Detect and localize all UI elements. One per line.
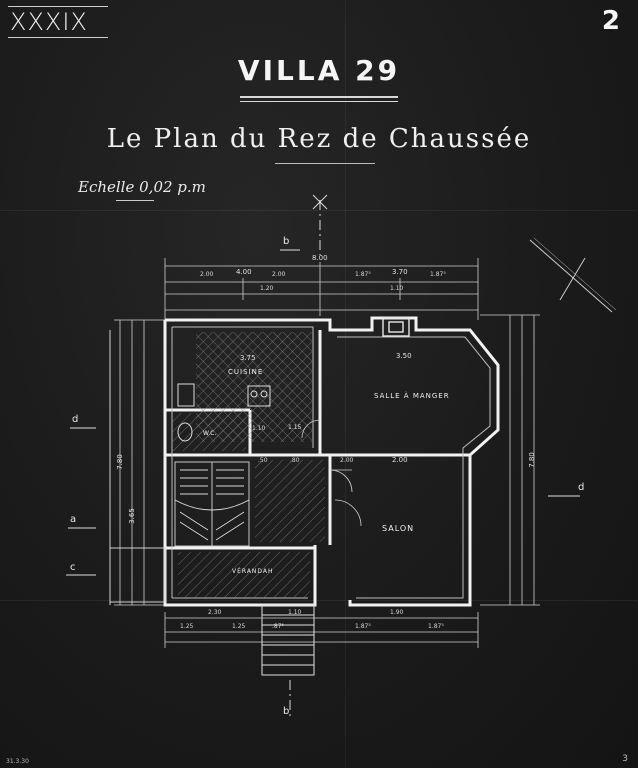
wc-tiles xyxy=(172,413,246,451)
title-rule xyxy=(240,101,398,102)
section-markers xyxy=(66,249,580,576)
section-mark-b-top: b xyxy=(283,236,290,247)
svg-text:2.00: 2.00 xyxy=(200,271,214,278)
svg-text:1.10: 1.10 xyxy=(390,285,404,292)
dim-left-sub: 3.65 xyxy=(127,508,136,524)
bottom-dimensions xyxy=(164,612,479,648)
plan-subtitle: Le Plan du Rez de Chaussée xyxy=(106,124,532,154)
dimension-ticks: 2.00 2.00 1.87⁵ 1.87⁵ 1.20 1.10 2.30 1.1… xyxy=(180,271,446,630)
svg-text:1.87⁵: 1.87⁵ xyxy=(355,271,371,278)
dim-salle-width: 3.50 xyxy=(396,352,412,360)
dim-wc: 1.15 xyxy=(288,424,302,431)
svg-text:1.87⁵: 1.87⁵ xyxy=(430,271,446,278)
room-salle-a-manger: SALLE À MANGER xyxy=(374,392,450,400)
title-rule xyxy=(240,96,398,98)
svg-text:1.90: 1.90 xyxy=(390,609,404,616)
scale-rule xyxy=(116,200,154,201)
staircase xyxy=(174,461,250,547)
roman-rule-top xyxy=(8,6,108,7)
side-dimensions xyxy=(114,314,540,606)
svg-text:2.30: 2.30 xyxy=(208,609,222,616)
roman-rule-bottom xyxy=(8,37,108,38)
svg-text:1.10: 1.10 xyxy=(252,425,266,432)
dim-salon-width: 2.00 xyxy=(392,456,408,464)
page-title: VILLA 29 xyxy=(237,54,401,87)
room-veranda: VÉRANDAH xyxy=(232,568,274,575)
svg-text:1.25: 1.25 xyxy=(232,623,246,630)
section-mark-b-bottom: b xyxy=(283,706,290,717)
dim-top-right: 3.70 xyxy=(392,268,408,276)
entrance-steps xyxy=(261,604,315,676)
room-salon: SALON xyxy=(382,524,415,533)
svg-text:.87⁵: .87⁵ xyxy=(272,623,285,630)
svg-text:1.25: 1.25 xyxy=(180,623,194,630)
svg-text:2.00: 2.00 xyxy=(272,271,286,278)
chimney xyxy=(382,317,410,337)
section-mark-d-left: d xyxy=(72,414,79,425)
svg-text:1.10: 1.10 xyxy=(288,609,302,616)
hall-tiles xyxy=(255,460,325,542)
dim-left-overall: 7.80 xyxy=(115,454,124,470)
fold-line xyxy=(0,600,638,601)
door-swings xyxy=(301,419,362,527)
fold-line xyxy=(345,0,346,768)
roman-numeral: XXXIX xyxy=(10,8,88,36)
dim-overall-top: 8.00 xyxy=(312,254,328,262)
axis-marker xyxy=(289,194,328,720)
svg-text:1.87⁵: 1.87⁵ xyxy=(355,623,371,630)
dim-top-left: 4.00 xyxy=(236,268,252,276)
top-dimensions xyxy=(164,258,479,320)
dim-cuisine-width: 3.75 xyxy=(240,354,256,362)
section-mark-d-right: d xyxy=(578,482,585,493)
fold-line xyxy=(0,210,638,211)
kitchen-fixtures xyxy=(177,383,271,442)
svg-text:.50: .50 xyxy=(258,457,268,464)
scale-bar-diagonal xyxy=(529,237,617,313)
section-mark-c-left: c xyxy=(70,562,76,573)
room-cuisine: CUISINE xyxy=(228,368,264,376)
section-mark-a-left: a xyxy=(70,514,77,525)
svg-text:2.00: 2.00 xyxy=(340,457,354,464)
svg-text:.80: .80 xyxy=(290,457,300,464)
plate-number: 2 xyxy=(601,6,620,36)
corner-mark: 3 xyxy=(622,754,628,764)
dim-right-overall: 7.80 xyxy=(527,452,536,468)
veranda-tiles xyxy=(178,552,310,598)
svg-text:1.87⁵: 1.87⁵ xyxy=(428,623,444,630)
date-stamp: 31.3.30 xyxy=(6,758,29,765)
svg-text:1.20: 1.20 xyxy=(260,285,274,292)
room-wc: W.C. xyxy=(203,430,217,437)
left-porch xyxy=(109,330,166,605)
scale-label: Echelle 0,02 p.m xyxy=(78,178,206,196)
subtitle-rule xyxy=(275,163,375,164)
